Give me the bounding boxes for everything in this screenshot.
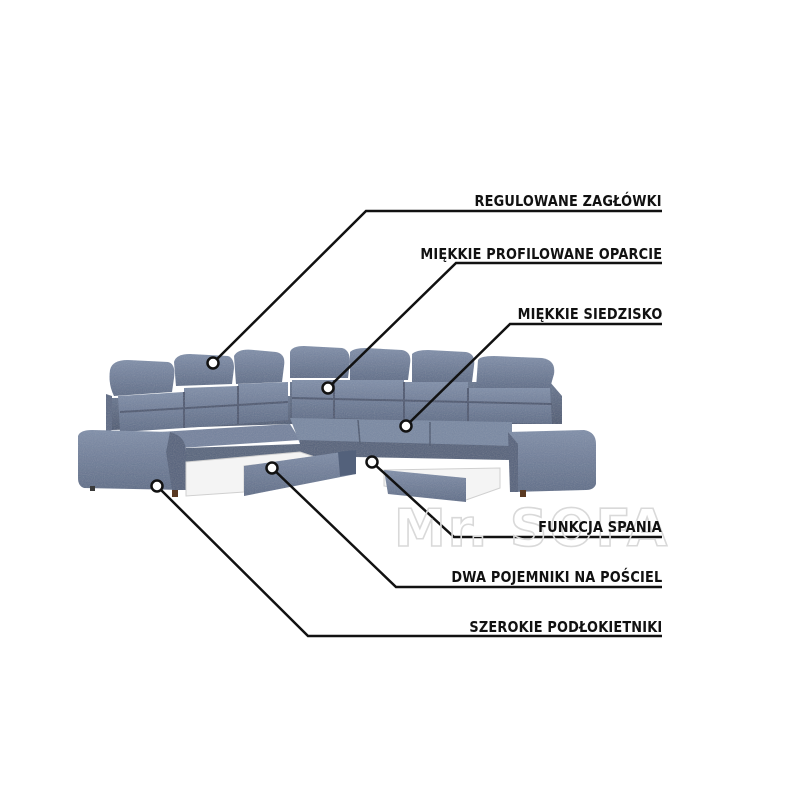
label-storage: DWA POJEMNIKI NA POŚCIEL: [451, 568, 662, 586]
leader-line-storage: [271, 467, 662, 589]
marker-sleep: [365, 455, 379, 469]
leader-lines: [156, 209, 662, 638]
label-headrests: REGULOWANE ZAGŁÓWKI: [474, 192, 662, 210]
sofa-back-frame: [106, 394, 112, 432]
label-sleep: FUNKCJA SPANIA: [538, 518, 662, 536]
headrest-group: [109, 346, 555, 396]
marker-seat: [399, 419, 413, 433]
sofa-legs: [90, 486, 526, 497]
watermark-text: Mr. SOFA: [394, 499, 669, 554]
marker-headrests: [206, 356, 220, 370]
corner-sofa: [78, 346, 596, 492]
label-backrest: MIĘKKIE PROFILOWANE OPARCIE: [420, 245, 662, 263]
left-armrest: [78, 430, 186, 490]
leader-line-backrest: [327, 261, 662, 389]
label-armrests: SZEROKIE PODŁOKIETNIKI: [469, 618, 662, 636]
seat-cushions: [160, 418, 512, 460]
marker-backrest: [321, 381, 335, 395]
leader-line-seat: [405, 322, 662, 427]
storage-drawers: [185, 450, 501, 502]
marker-storage: [265, 461, 279, 475]
label-seat: MIĘKKIE SIEDZISKO: [517, 305, 662, 323]
callout-markers: [150, 356, 413, 493]
leader-line-sleep: [371, 461, 662, 539]
marker-armrests: [150, 479, 164, 493]
watermark: Mr. SOFA: [393, 498, 669, 554]
leader-line-armrests: [156, 485, 662, 638]
right-armrest: [508, 430, 596, 492]
leader-line-headrests: [212, 209, 662, 364]
